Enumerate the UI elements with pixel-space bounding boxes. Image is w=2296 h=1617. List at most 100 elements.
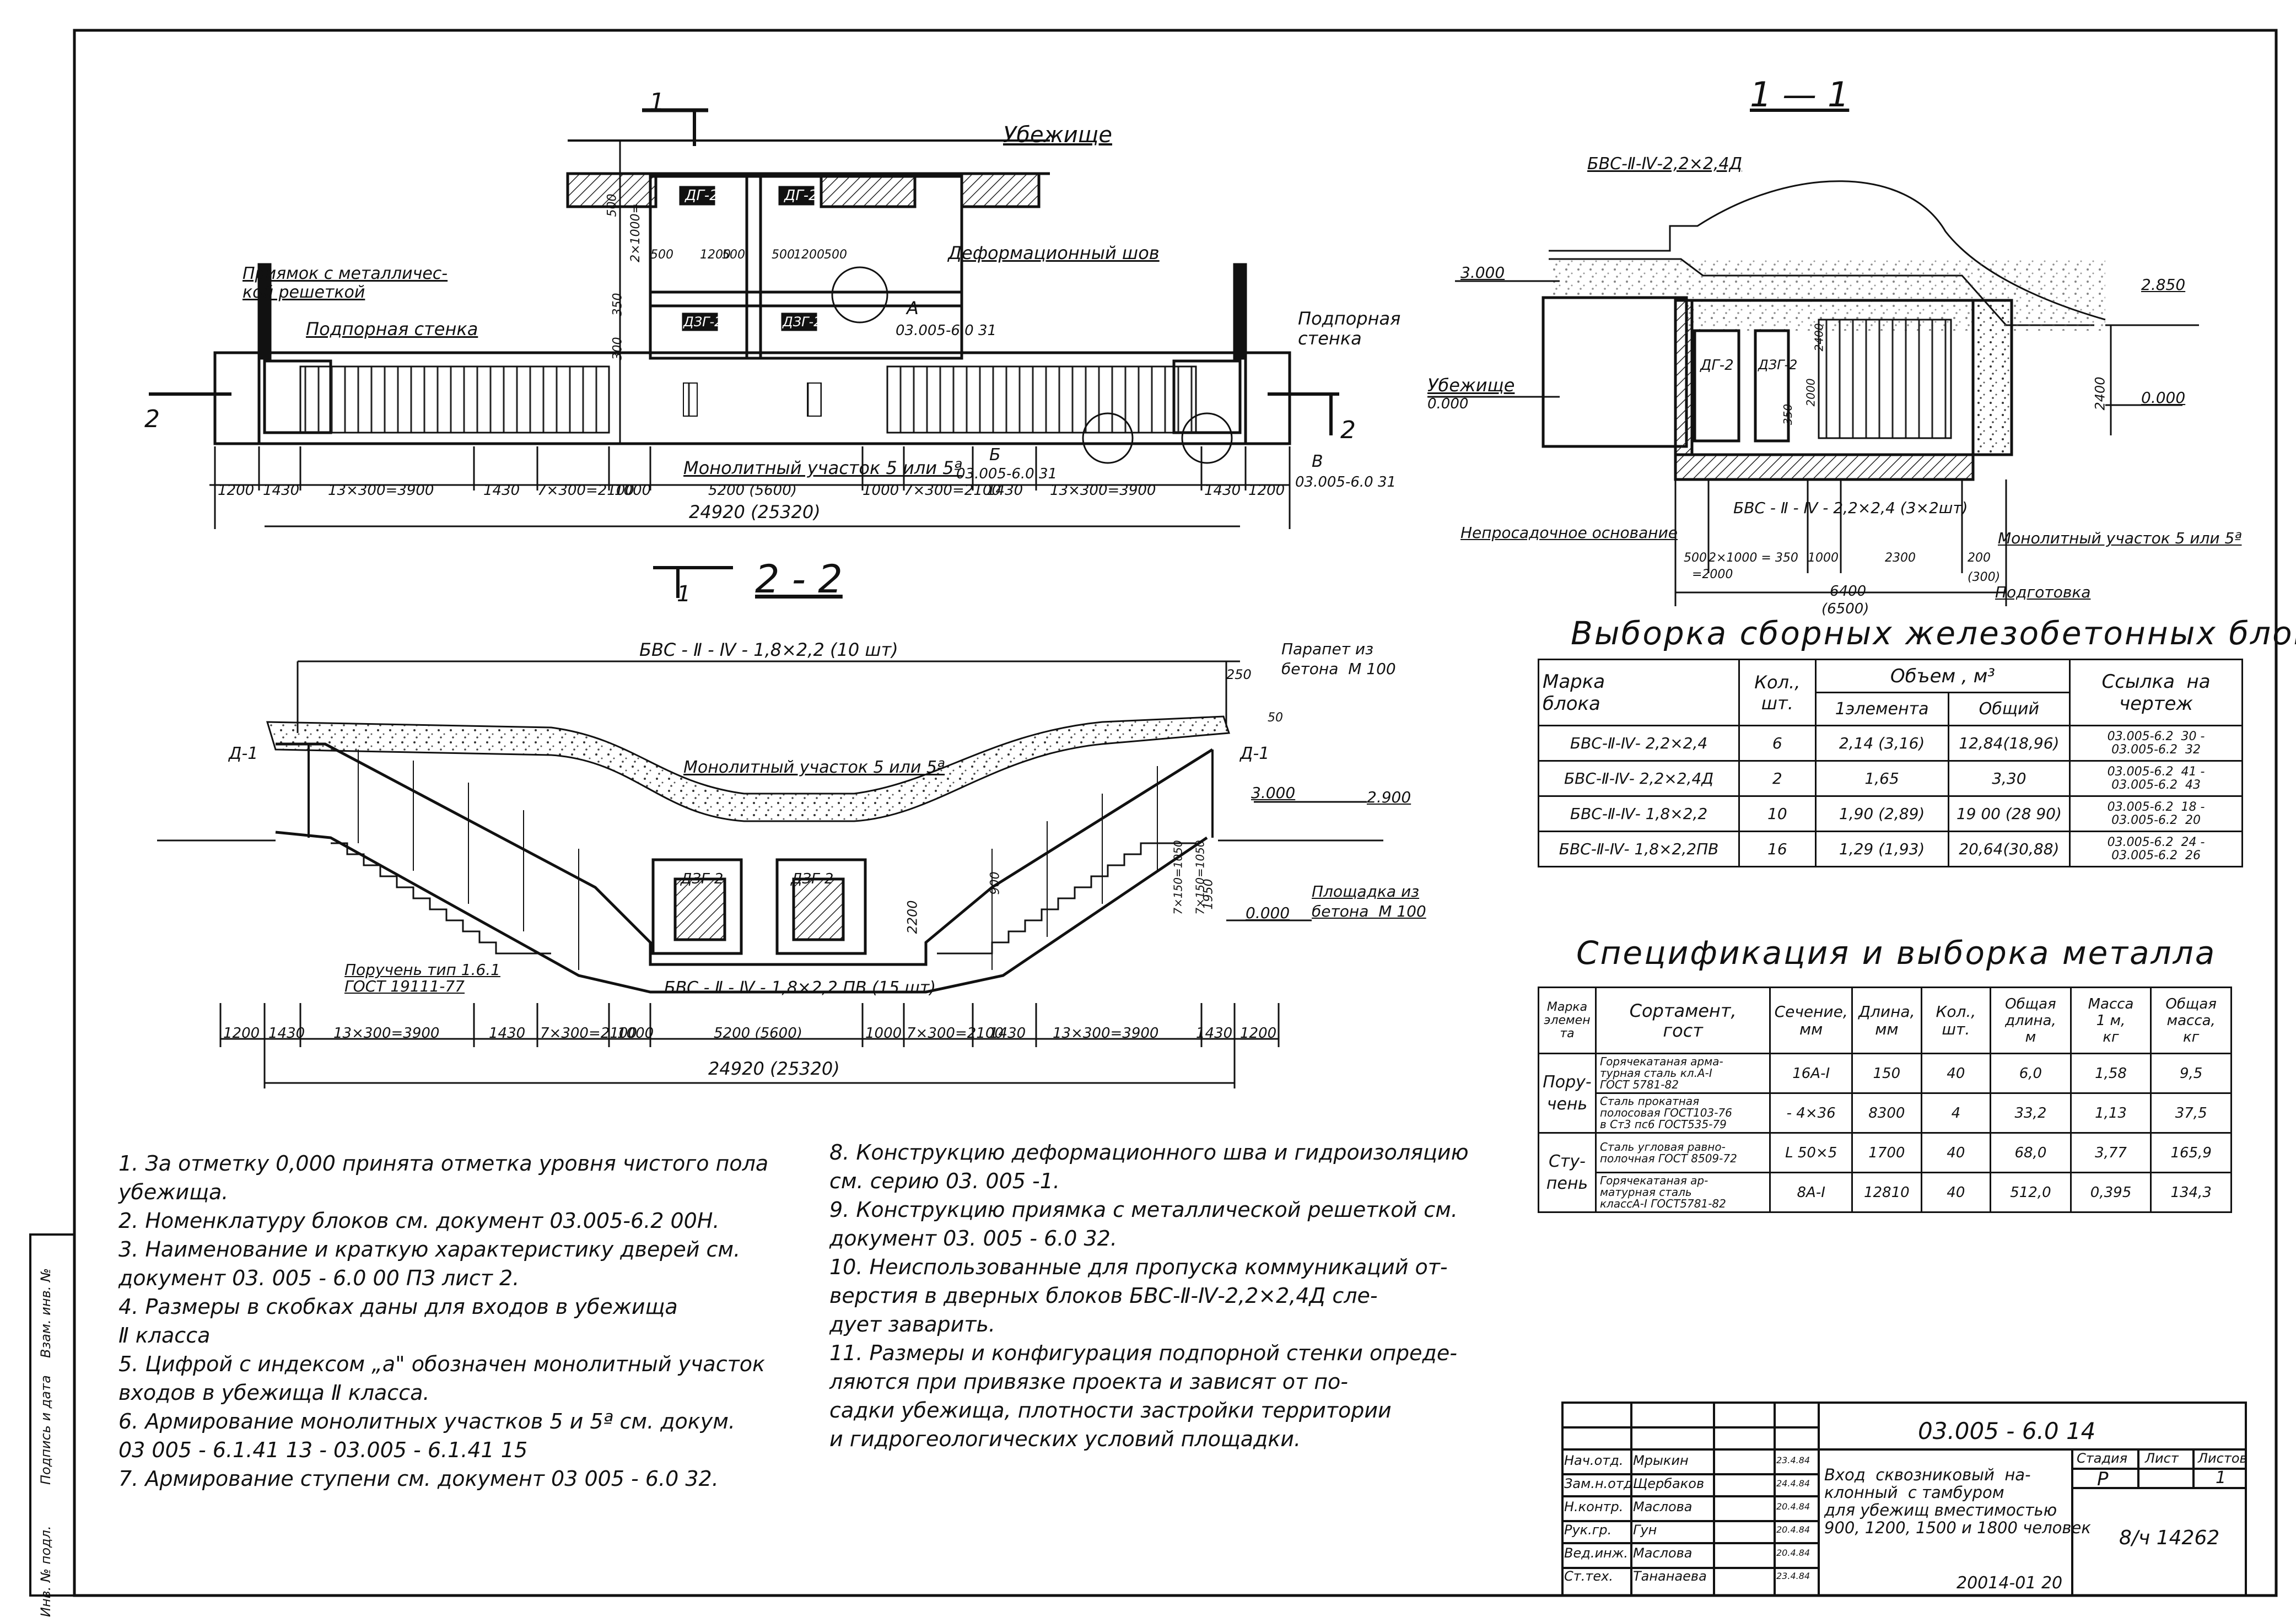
plan-vdim-11: 1200 xyxy=(794,248,824,262)
sig-role: Зам.н.отд. xyxy=(1564,1476,1637,1491)
plan-retaining-left: Подпорная стенка xyxy=(306,319,478,339)
plan-door-dg2-a: ДГ-2 xyxy=(685,187,719,204)
s22-dim-9: 1430 xyxy=(989,1025,1026,1042)
section-22-total: 24920 (25320) xyxy=(708,1058,840,1079)
section-22-title: 2 - 2 xyxy=(755,557,843,602)
callout-a-ref: 03.005-6.0 31 xyxy=(896,322,997,339)
plan-dim-11: 1430 xyxy=(1204,482,1241,499)
s22-dim-5: 1000 xyxy=(617,1025,654,1042)
note-line: см. серию 03. 005 -1. xyxy=(829,1169,1060,1193)
metal-row: Сталь прокатная полосовая ГОСТ103-76 в С… xyxy=(1539,1092,2232,1134)
title-sheets: 1 xyxy=(2216,1468,2227,1487)
sig-date: 24.4.84 xyxy=(1776,1478,1810,1489)
section-22-monolithic: Монолитный участок 5 или 5ª xyxy=(683,758,945,777)
sig-date: 20.4.84 xyxy=(1776,1524,1810,1535)
plan-total-dim: 24920 (25320) xyxy=(689,502,821,522)
section-22-level-300: 3.000 xyxy=(1251,784,1296,802)
s11-dim-5: 200 xyxy=(1968,551,1991,565)
footer-code: 20014-01 20 xyxy=(1957,1573,2063,1593)
blocks-cell-ref: 03.005-6.2 18 - 03.005-6.2 20 xyxy=(2069,795,2243,832)
metal-table-title: Спецификация и выборка металла xyxy=(1576,934,2217,972)
title-block-frame xyxy=(1561,1402,2247,1597)
blocks-cell-mark: БВС-Ⅱ-Ⅳ- 1,8×2,2ПВ xyxy=(1537,831,1740,867)
metal-header-tlen: Общая длина, м xyxy=(1990,987,2072,1054)
s22-dim-0: 1200 xyxy=(223,1025,260,1042)
callout-v-letter: В xyxy=(1312,452,1323,471)
sig-role: Вед.инж. xyxy=(1564,1545,1628,1561)
metal-cell-sort: Горячекатаная ар- матурная сталь классА-… xyxy=(1594,1172,1771,1213)
s11-dim-6: (300) xyxy=(1968,570,2001,584)
plan-dim-12: 1200 xyxy=(1248,482,1285,499)
section-11-level-left: 3.000 xyxy=(1460,263,1505,282)
sheet-frame xyxy=(73,29,2278,1597)
note-line: 3. Наименование и краткую характеристику… xyxy=(118,1237,741,1262)
note-line: садки убежища, плотности застройки терри… xyxy=(829,1398,1392,1422)
blocks-row: БВС-Ⅱ-Ⅳ- 1,8×2,2 10 1,90 (2,89) 19 00 (2… xyxy=(1537,795,2243,832)
note-line: документ 03. 005 - 6.0 00 ПЗ лист 2. xyxy=(118,1266,520,1290)
section-11-level-right-top: 2.850 xyxy=(2141,276,2186,294)
blocks-table: Марка блока Кол., шт. Объем , м³ Ссылка … xyxy=(1537,659,2243,867)
metal-header-section: Сечение, мм xyxy=(1769,987,1853,1054)
blocks-cell-qty: 16 xyxy=(1738,831,1817,867)
metal-table: Марка элемен та Сортамент, гост Сечение,… xyxy=(1538,987,2232,1213)
callout-a-letter: А xyxy=(907,298,919,319)
note-line: 2. Номенклатуру блоков см. документ 03.0… xyxy=(118,1209,720,1233)
note-line: 6. Армирование монолитных участков 5 и 5… xyxy=(118,1409,735,1433)
s22-dim-2: 13×300=3900 xyxy=(333,1025,440,1042)
metal-cell-sort: Сталь угловая равно- полочная ГОСТ 8509-… xyxy=(1594,1132,1771,1173)
section-22-h-4: 7×150=1050 xyxy=(1193,840,1207,915)
plan-door-dg2-b: ДГ-2 xyxy=(784,187,818,204)
blocks-row: БВС-Ⅱ-Ⅳ- 1,8×2,2ПВ 16 1,29 (1,93) 20,64(… xyxy=(1537,831,2243,867)
s22-dim-7: 1000 xyxy=(865,1025,902,1042)
metal-cell-qty: 40 xyxy=(1920,1132,1992,1173)
plan-dim-9: 1430 xyxy=(987,482,1023,499)
blocks-cell-qty: 2 xyxy=(1738,760,1817,797)
note-line: 1. За отметку 0,000 принята отметка уров… xyxy=(118,1151,769,1176)
note-line: убежища. xyxy=(118,1180,229,1204)
section-22-door-b: ДЗГ-2 xyxy=(791,871,834,887)
blocks-cell-vol: 1,29 (1,93) xyxy=(1814,831,1949,867)
note-line: ляются при привязке проекта и зависят от… xyxy=(829,1370,1349,1394)
sig-date: 23.4.84 xyxy=(1776,1571,1810,1581)
sig-date: 20.4.84 xyxy=(1776,1501,1810,1512)
blocks-cell-vol: 1,90 (2,89) xyxy=(1814,795,1949,832)
metal-cell-qty: 40 xyxy=(1920,1053,1992,1094)
stamp-replace: Взам. инв. № xyxy=(38,1268,53,1358)
sig-role: Нач.отд. xyxy=(1564,1453,1624,1468)
sig-date: 23.4.84 xyxy=(1776,1455,1810,1465)
blocks-header-mark: Марка блока xyxy=(1537,659,1740,726)
sig-name: Маслова xyxy=(1633,1545,1693,1561)
plan-dim-5: 1000 xyxy=(615,482,651,499)
s22-dim-6: 5200 (5600) xyxy=(714,1025,802,1042)
plan-pit-label: Приямок с металличес- кой решеткой xyxy=(242,264,448,302)
plan-door-dzg2-a: ДЗГ-2 xyxy=(683,314,723,330)
s22-dim-1: 1430 xyxy=(268,1025,305,1042)
note-line: 03 005 - 6.1.41 13 - 03.005 - 6.1.41 15 xyxy=(118,1438,528,1462)
note-line: 9. Конструкцию приямка с металлической р… xyxy=(829,1198,1458,1222)
section-11-bottom-block: БВС - Ⅱ - Ⅳ - 2,2×2,4 (3×2шт) xyxy=(1733,499,1968,517)
metal-cell-section: 8А-Ⅰ xyxy=(1769,1172,1853,1213)
section-22-d1-right: Д-1 xyxy=(1240,744,1270,763)
metal-row: Сту- пень Сталь угловая равно- полочная … xyxy=(1538,1132,2232,1213)
section-11-door-dg2: ДГ-2 xyxy=(1700,357,1734,374)
s11-inner-1: 2000 xyxy=(1804,378,1818,407)
plan-dim-1: 1430 xyxy=(263,482,300,499)
blocks-cell-qty: 6 xyxy=(1738,725,1817,762)
blocks-row: БВС-Ⅱ-Ⅳ- 2,2×2,4Д 2 1,65 3,30 03.005-6.2… xyxy=(1537,760,2243,797)
section-11-block-label: БВС-Ⅱ-Ⅳ-2,2×2,4Д xyxy=(1587,154,1743,174)
metal-header-qty: Кол., шт. xyxy=(1920,987,1992,1054)
section-22-parapet-dim-0: 250 xyxy=(1226,667,1252,682)
plan-vdim-2: 2×1000= xyxy=(628,203,643,262)
metal-cell-tlen: 6,0 xyxy=(1990,1053,2072,1094)
metal-header-mark: Марка элемен та xyxy=(1538,987,1597,1054)
note-line: Ⅱ класса xyxy=(118,1323,211,1348)
sig-name: Мрыкин xyxy=(1633,1453,1689,1468)
plan-vdim-7: 500 xyxy=(650,248,673,262)
s11-inner-2: 2400 xyxy=(1812,323,1826,352)
metal-row: Пору- чень Горячекатаная арма- турная ст… xyxy=(1538,1053,2232,1134)
metal-cell-tlen: 33,2 xyxy=(1990,1092,2072,1134)
s11-dim-1: 2×1000 = 350 xyxy=(1708,551,1798,565)
metal-cell-length: 12810 xyxy=(1851,1172,1922,1213)
plan-view xyxy=(149,108,1339,529)
section-22-platform: Площадка из бетона М 100 xyxy=(1312,882,1426,920)
